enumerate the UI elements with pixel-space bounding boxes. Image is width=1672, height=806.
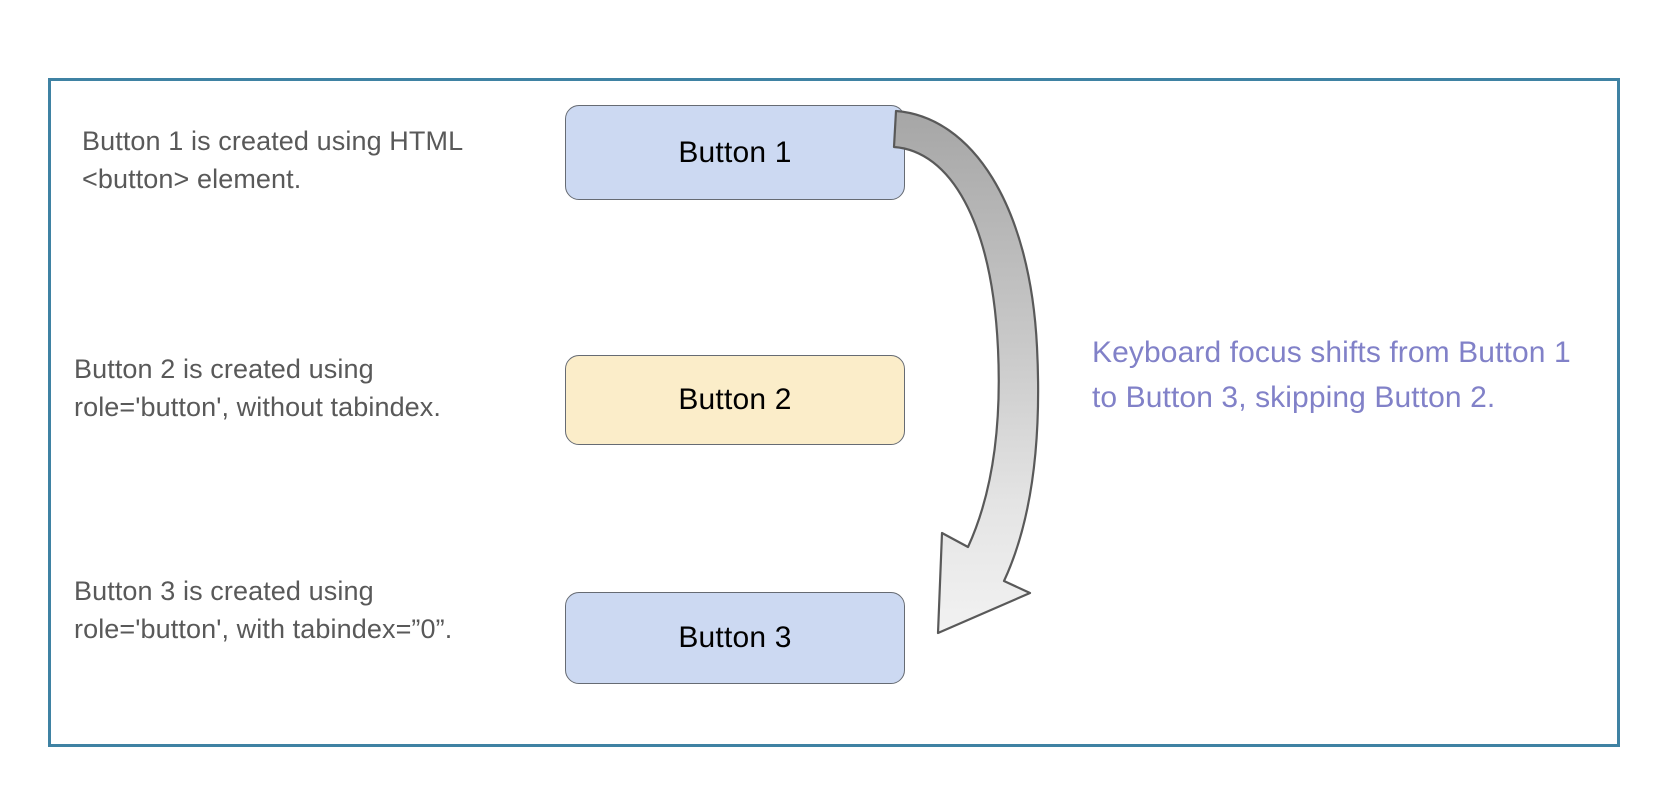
focus-order-annotation: Keyboard focus shifts from Button 1 to B… <box>1092 336 1571 414</box>
button-3[interactable]: Button 3 <box>565 592 905 684</box>
button-2-description: Button 2 is created using role='button',… <box>74 354 442 422</box>
button-2[interactable]: Button 2 <box>565 355 905 445</box>
button-1[interactable]: Button 1 <box>565 105 905 200</box>
focus-flow-arrow-icon <box>892 109 1040 635</box>
button-3-description: Button 3 is created using role='button',… <box>74 576 453 644</box>
button-1-description: Button 1 is created using HTML <button> … <box>82 126 464 194</box>
